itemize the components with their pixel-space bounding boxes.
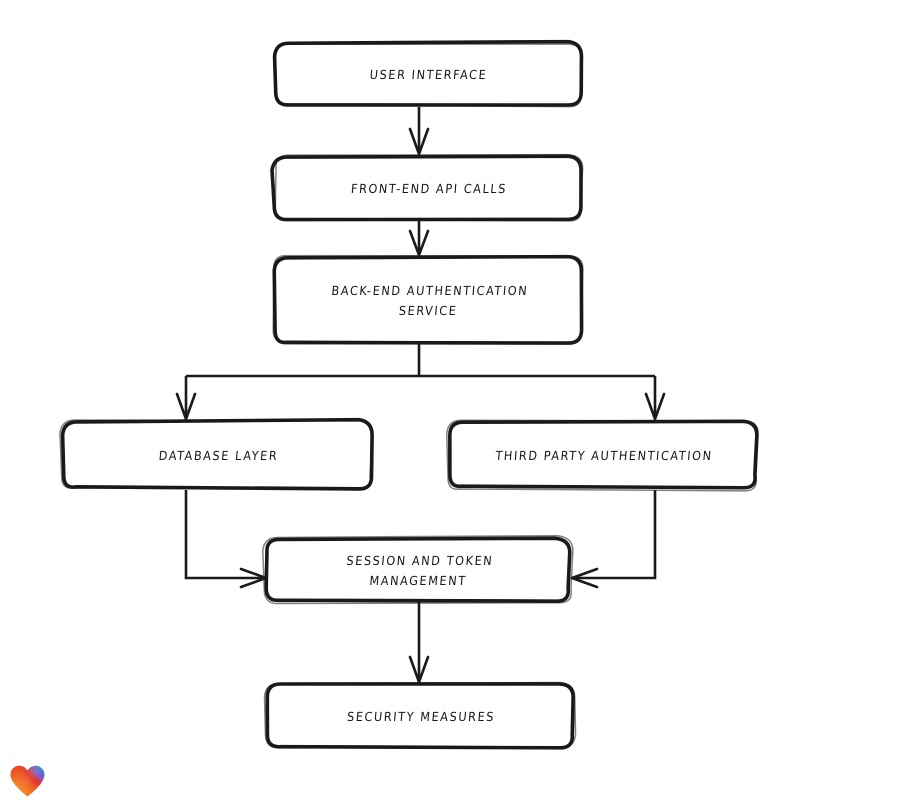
node-shape-sketch-pass (263, 681, 577, 749)
node-session-and-token-management[interactable] (262, 534, 574, 605)
edge-third-party-to-session (570, 490, 657, 589)
node-shape (60, 417, 374, 491)
edge-ui-to-api (408, 107, 430, 156)
node-front-end-api-calls[interactable] (270, 153, 584, 222)
node-user-interface[interactable] (272, 39, 584, 108)
node-shape-sketch-pass (274, 43, 584, 108)
node-shape (272, 39, 584, 107)
heart-icon (10, 765, 45, 797)
node-shape-sketch-pass (274, 153, 584, 222)
node-shape (448, 419, 759, 490)
node-shape-sketch-pass (446, 419, 759, 492)
edge-backend-split-bus (186, 344, 655, 378)
node-database-layer[interactable] (59, 417, 374, 491)
node-shape-sketch-pass (262, 534, 574, 605)
edge-backend-to-third-party (644, 376, 666, 421)
node-shape-sketch-pass (272, 254, 584, 345)
node-shape (270, 154, 583, 222)
edge-database-to-session (184, 490, 268, 589)
node-security-measures[interactable] (263, 681, 577, 750)
node-shape (264, 536, 572, 603)
node-shape-sketch-pass (59, 419, 374, 491)
node-shape (272, 254, 584, 345)
edge-backend-to-database (175, 376, 197, 421)
edge-api-to-backend (408, 221, 430, 257)
edge-session-to-security (408, 602, 430, 684)
nodes-layer (59, 39, 759, 750)
node-back-end-auth-service[interactable] (272, 254, 584, 345)
node-third-party-authentication[interactable] (446, 419, 759, 492)
node-shape (265, 682, 575, 750)
